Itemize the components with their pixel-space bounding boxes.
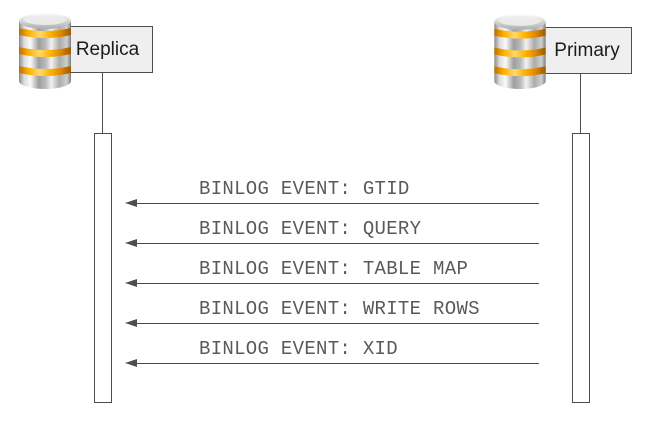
message-line xyxy=(134,243,539,245)
message-label: BINLOG EVENT: GTID xyxy=(199,178,410,200)
actor-box-primary: Primary xyxy=(542,27,632,74)
message-label: BINLOG EVENT: TABLE MAP xyxy=(199,258,469,280)
lifeline-connector-replica xyxy=(102,72,103,133)
arrowhead-left-icon xyxy=(125,319,137,328)
message-line xyxy=(134,363,539,365)
arrowhead-left-icon xyxy=(125,359,137,368)
arrowhead-left-icon xyxy=(125,279,137,288)
message-label: BINLOG EVENT: XID xyxy=(199,338,398,360)
message-label: BINLOG EVENT: QUERY xyxy=(199,218,422,240)
arrowhead-left-icon xyxy=(125,199,137,208)
activation-bar-primary xyxy=(572,133,590,403)
message-label: BINLOG EVENT: WRITE ROWS xyxy=(199,298,480,320)
arrowhead-left-icon xyxy=(125,239,137,248)
database-icon xyxy=(18,12,72,95)
message-line xyxy=(134,203,539,205)
database-icon xyxy=(493,13,547,95)
lifeline-connector-primary xyxy=(580,73,581,133)
actor-label-replica: Replica xyxy=(75,38,140,60)
message-line xyxy=(134,323,539,325)
actor-label-primary: Primary xyxy=(554,39,620,61)
message-line xyxy=(134,283,539,285)
activation-bar-replica xyxy=(94,133,112,403)
actor-box-replica: Replica xyxy=(62,26,153,73)
